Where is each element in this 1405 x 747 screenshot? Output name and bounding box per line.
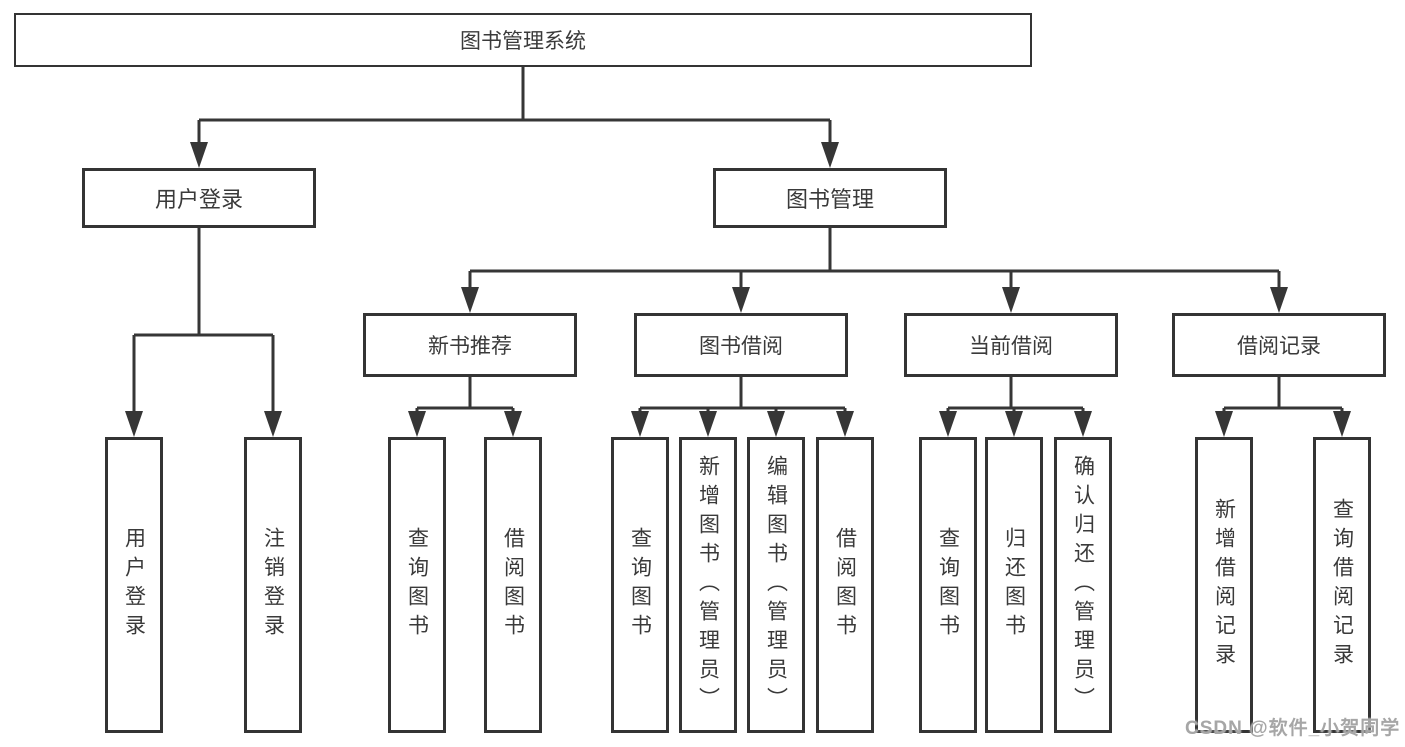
leaf-recommend-borrow-books-label: 借阅图书	[501, 527, 525, 643]
leaf-borrow-borrow-books-label: 借阅图书	[833, 527, 857, 643]
leaf-user-login-label: 用户登录	[122, 527, 146, 643]
leaf-current-confirm-return-admin-label: 确认归还（管理员）	[1071, 454, 1095, 716]
connector-records-to-leaves	[1215, 377, 1351, 437]
leaf-borrow-add-books-admin: 新增图书（管理员）	[679, 437, 737, 733]
connector-userlogin-to-leaves	[125, 228, 282, 437]
leaf-records-add-record-label: 新增借阅记录	[1212, 498, 1236, 672]
leaf-logout-label: 注销登录	[261, 527, 285, 643]
leaf-borrow-edit-books-admin: 编辑图书（管理员）	[747, 437, 805, 733]
connector-bookmgmt-to-level3	[461, 228, 1288, 313]
node-system-root-label: 图书管理系统	[460, 30, 586, 53]
leaf-user-login: 用户登录	[105, 437, 163, 733]
csdn-watermark: CSDN @软件_小贺同学	[1185, 718, 1401, 739]
node-new-book-recommend-label: 新书推荐	[428, 335, 512, 358]
leaf-borrow-query-books: 查询图书	[611, 437, 669, 733]
leaf-current-query-books: 查询图书	[919, 437, 977, 733]
node-book-management-label: 图书管理	[785, 187, 874, 212]
leaf-current-query-books-label: 查询图书	[936, 527, 960, 643]
connector-borrow-to-leaves	[631, 377, 854, 437]
node-borrow-records: 借阅记录	[1172, 313, 1386, 377]
node-borrow-records-label: 借阅记录	[1237, 335, 1321, 358]
node-system-root: 图书管理系统	[14, 13, 1032, 67]
node-new-book-recommend: 新书推荐	[363, 313, 577, 377]
node-user-login-label: 用户登录	[154, 187, 243, 212]
leaf-recommend-borrow-books: 借阅图书	[484, 437, 542, 733]
node-current-borrow: 当前借阅	[904, 313, 1118, 377]
leaf-current-return-books: 归还图书	[985, 437, 1043, 733]
leaf-records-query-record-label: 查询借阅记录	[1330, 498, 1354, 672]
leaf-borrow-borrow-books: 借阅图书	[816, 437, 874, 733]
node-book-borrow: 图书借阅	[634, 313, 848, 377]
leaf-logout: 注销登录	[244, 437, 302, 733]
node-book-borrow-label: 图书借阅	[699, 335, 783, 358]
leaf-current-confirm-return-admin: 确认归还（管理员）	[1054, 437, 1112, 733]
connector-recommend-to-leaves	[408, 377, 522, 437]
leaf-borrow-edit-books-admin-label: 编辑图书（管理员）	[764, 454, 788, 716]
connector-current-to-leaves	[939, 377, 1092, 437]
leaf-recommend-query-books: 查询图书	[388, 437, 446, 733]
node-current-borrow-label: 当前借阅	[969, 335, 1053, 358]
leaf-borrow-query-books-label: 查询图书	[628, 527, 652, 643]
leaf-borrow-add-books-admin-label: 新增图书（管理员）	[696, 454, 720, 716]
leaf-records-add-record: 新增借阅记录	[1195, 437, 1253, 733]
leaf-records-query-record: 查询借阅记录	[1313, 437, 1371, 733]
node-user-login: 用户登录	[82, 168, 316, 228]
leaf-recommend-query-books-label: 查询图书	[405, 527, 429, 643]
leaf-current-return-books-label: 归还图书	[1002, 527, 1026, 643]
connector-root-to-level2	[190, 67, 839, 168]
node-book-management: 图书管理	[713, 168, 947, 228]
